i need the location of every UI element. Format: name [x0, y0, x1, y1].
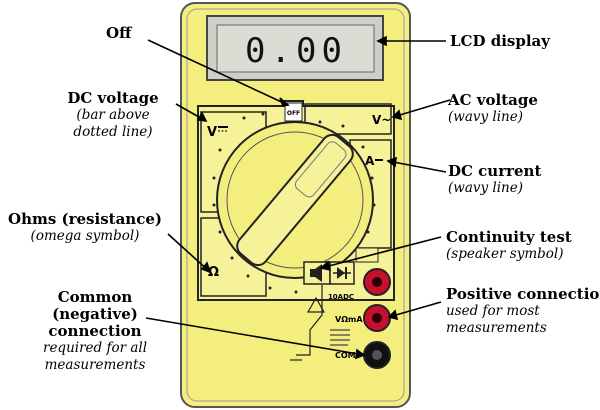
- label-ac-voltage-sub1: (wavy line): [448, 109, 524, 125]
- lcd-reading: 0.00: [245, 31, 347, 71]
- label-common-sub1: required for all: [42, 340, 148, 356]
- label-dc-voltage-title: DC voltage: [67, 89, 159, 107]
- leader-ac-voltage: [392, 99, 451, 118]
- leader-positive: [388, 301, 442, 318]
- label-dc-voltage-sub2: dotted line): [73, 124, 153, 140]
- label-common-title2: (negative): [52, 305, 138, 323]
- label-off-title: Off: [106, 24, 132, 42]
- leader-common: [145, 317, 365, 356]
- dcv-symbol: V: [207, 125, 217, 140]
- ten-a-position: [355, 247, 379, 263]
- label-ohms-title: Ohms (resistance): [8, 210, 162, 228]
- label-positive-title: Positive connection: [446, 285, 600, 303]
- label-common-title3: connection: [48, 322, 142, 340]
- meter-body-inner: [186, 8, 405, 402]
- leader-off: [147, 39, 289, 106]
- acv-section: [304, 103, 392, 135]
- label-dc-voltage-sub1: (bar above: [76, 107, 150, 123]
- jack-bracket: [296, 285, 323, 356]
- com-label: COM: [335, 351, 356, 360]
- label-continuity-sub1: (speaker symbol): [446, 246, 564, 262]
- label-common-title1: Common: [57, 288, 133, 306]
- ohm-symbol: Ω: [208, 265, 219, 280]
- positive-jack-hole: [372, 313, 382, 323]
- label-ac-voltage: AC voltage (wavy line): [448, 92, 538, 126]
- dial-scale-ticks: [212, 112, 376, 294]
- leader-ohms: [167, 233, 211, 273]
- rotary-dial-inner: [226, 131, 364, 269]
- label-ohms: Ohms (resistance) (omega symbol): [0, 211, 170, 245]
- label-continuity-title: Continuity test: [446, 228, 572, 246]
- off-section: [284, 102, 303, 122]
- diode-icon: [333, 267, 351, 279]
- label-positive-sub2: measurements: [446, 320, 547, 336]
- label-dc-current-title: DC current: [448, 162, 542, 180]
- warning-triangle: [306, 296, 326, 313]
- label-positive-sub1: used for most: [446, 303, 540, 319]
- label-ohms-sub1: (omega symbol): [30, 228, 140, 244]
- com-jack-hole: [372, 350, 382, 360]
- off-marker: OFF: [287, 110, 300, 117]
- label-off: Off: [106, 25, 131, 42]
- ten-adc-label: 10ADC: [328, 293, 354, 301]
- label-positive: Positive connection used for most measur…: [446, 286, 600, 337]
- label-lcd-title: LCD display: [450, 32, 550, 50]
- ten-a-jack-hole: [372, 277, 382, 287]
- label-dc-current-sub1: (wavy line): [448, 180, 524, 196]
- v-ohm-ma-label: VΩmA: [335, 315, 363, 324]
- acv-symbol: V~: [372, 113, 391, 127]
- lcd-screen: [216, 24, 375, 73]
- leader-lines: [145, 35, 451, 360]
- label-common-sub2: measurements: [44, 357, 146, 373]
- label-dc-current: DC current (wavy line): [448, 163, 541, 197]
- dca-symbol: A: [365, 154, 375, 168]
- leader-dc-current: [387, 160, 447, 173]
- label-dc-voltage: DC voltage (bar above dotted line): [43, 90, 183, 141]
- label-common: Common (negative) connection required fo…: [40, 289, 150, 374]
- label-lcd: LCD display: [450, 33, 550, 50]
- leader-continuity: [320, 236, 442, 269]
- rating-text-lines: [330, 329, 350, 346]
- label-continuity: Continuity test (speaker symbol): [446, 229, 572, 263]
- label-ac-voltage-title: AC voltage: [448, 91, 538, 109]
- rotary-dial-knob[interactable]: [233, 131, 357, 269]
